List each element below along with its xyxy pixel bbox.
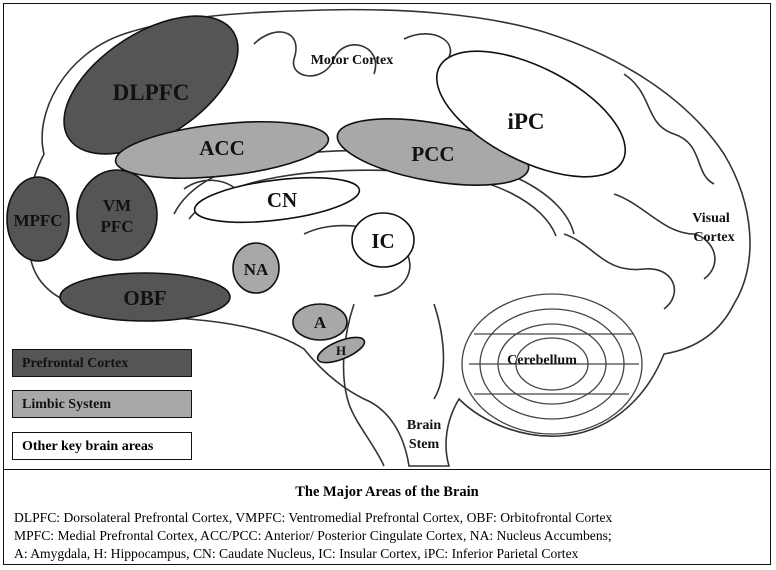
legend-prefrontal-label: Prefrontal Cortex	[22, 356, 128, 371]
legend-limbic-label: Limbic System	[22, 397, 111, 412]
brainstem-outline	[434, 304, 443, 399]
vmpfc-label-line1: VM	[103, 196, 131, 215]
caption-title: The Major Areas of the Brain	[4, 484, 770, 501]
motor-cortex-label: Motor Cortex	[311, 53, 394, 68]
legend-other-label: Other key brain areas	[22, 439, 153, 454]
dlpfc-label: DLPFC	[113, 80, 190, 105]
brain-stem-label-line2: Stem	[409, 437, 440, 452]
legend-prefrontal: Prefrontal Cortex	[12, 349, 192, 377]
hippocampus-label: H	[336, 343, 346, 358]
caption-divider	[4, 469, 770, 470]
acc-label: ACC	[199, 136, 245, 160]
vmpfc-region	[77, 170, 157, 260]
visual-cortex-label-line1: Visual	[692, 211, 730, 226]
cerebellum-label: Cerebellum	[507, 353, 577, 368]
brain-stem-label-line1: Brain	[407, 418, 441, 433]
caption-abbreviations-line: DLPFC: Dorsolateral Prefrontal Cortex, V…	[14, 510, 612, 526]
amygdala-label: A	[314, 313, 327, 332]
obf-label: OBF	[123, 286, 166, 310]
caption-abbreviations-line: MPFC: Medial Prefrontal Cortex, ACC/PCC:…	[14, 528, 612, 544]
ic-label: IC	[371, 229, 394, 253]
ipc-label: iPC	[507, 109, 544, 134]
caption-abbreviations-line: A: Amygdala, H: Hippocampus, CN: Caudate…	[14, 546, 578, 562]
cn-label: CN	[267, 188, 297, 212]
brainstem-outline	[344, 304, 384, 466]
gyrus-line	[624, 74, 714, 184]
pcc-label: PCC	[411, 142, 454, 166]
legend-limbic: Limbic System	[12, 390, 192, 418]
vmpfc-label-line2: PFC	[100, 217, 133, 236]
visual-cortex-label-line2: Cortex	[693, 230, 734, 245]
na-label: NA	[244, 260, 269, 279]
gyrus-line	[404, 34, 450, 64]
mpfc-label: MPFC	[13, 211, 62, 230]
legend-other: Other key brain areas	[12, 432, 192, 460]
brain-figure: DLPFC MPFC VM PFC OBF ACC PCC CN iPC IC …	[3, 3, 771, 565]
